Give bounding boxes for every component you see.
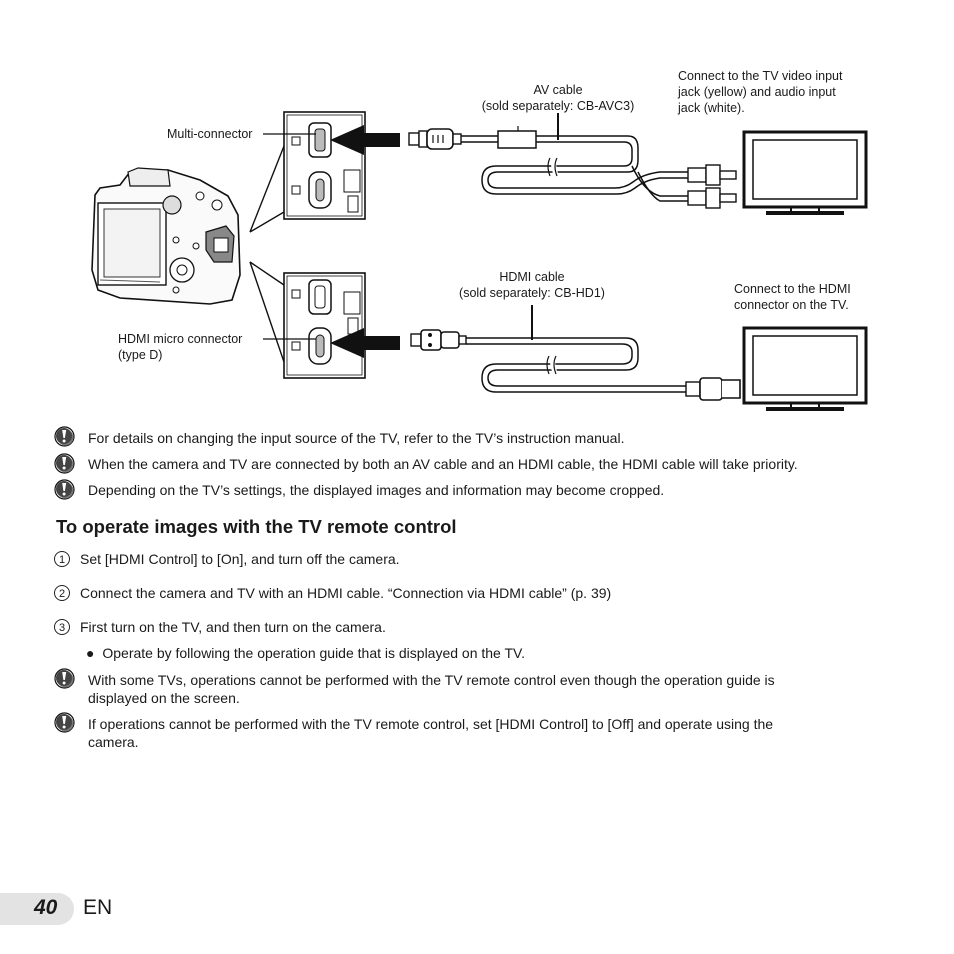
hdmi-cable [410,305,741,401]
tv-illustration [742,326,868,413]
step-number: 1 [54,551,70,567]
tv-illustration [742,130,868,217]
tv-hdmi-label: Connect to the HDMI [734,282,851,296]
connection-diagram [91,111,868,413]
step-text: First turn on the TV, and then turn on t… [80,619,386,635]
language-code: EN [83,896,113,919]
hdmi-micro-connector-label: (type D) [118,348,163,362]
note-text: camera. [88,734,139,750]
section-title: To operate images with the TV remote con… [56,516,457,537]
tv-hdmi-label: connector on the TV. [734,298,849,312]
page-number: 40 [34,896,58,919]
caution-icon [54,668,75,689]
caution-icon [54,426,75,447]
av-cable-label: AV cable [533,83,583,97]
step-number: 2 [54,585,70,601]
hdmi-cable-label: HDMI cable [499,270,565,284]
page-number-tab [0,893,74,925]
step-number: 3 [54,619,70,635]
note-text: Depending on the TV’s settings, the disp… [88,482,665,498]
hdmi-micro-connector-label: HDMI micro connector [118,332,243,346]
tv-video-input-label: Connect to the TV video input [678,69,843,83]
bullet-item: ● Operate by following the operation gui… [86,644,525,662]
caution-icon [54,479,75,500]
bullet-text: Operate by following the operation guide… [102,645,525,661]
tv-video-input-label: jack (white). [678,101,745,115]
note-text: When the camera and TV are connected by … [88,456,798,472]
step-text: Set [HDMI Control] to [On], and turn off… [80,551,400,567]
av-cable [408,113,737,209]
caution-icon [54,712,75,733]
hdmi-connector-panel [283,272,366,379]
note-text: If operations cannot be performed with t… [88,716,774,732]
caution-icon [54,453,75,474]
note-text: For details on changing the input source… [88,430,625,446]
step-text: Connect the camera and TV with an HDMI c… [80,585,612,601]
multi-connector-panel [283,111,366,220]
multi-connector-label: Multi-connector [167,127,253,141]
note-text: displayed on the screen. [88,690,240,706]
hdmi-cable-model-label: (sold separately: CB-HD1) [459,286,605,300]
note-text: With some TVs, operations cannot be perf… [88,672,775,688]
av-cable-model-label: (sold separately: CB-AVC3) [481,99,635,113]
bullet-dot-icon: ● [86,645,95,661]
tv-video-input-label: jack (yellow) and audio input [678,85,836,99]
camera-illustration [91,167,241,305]
